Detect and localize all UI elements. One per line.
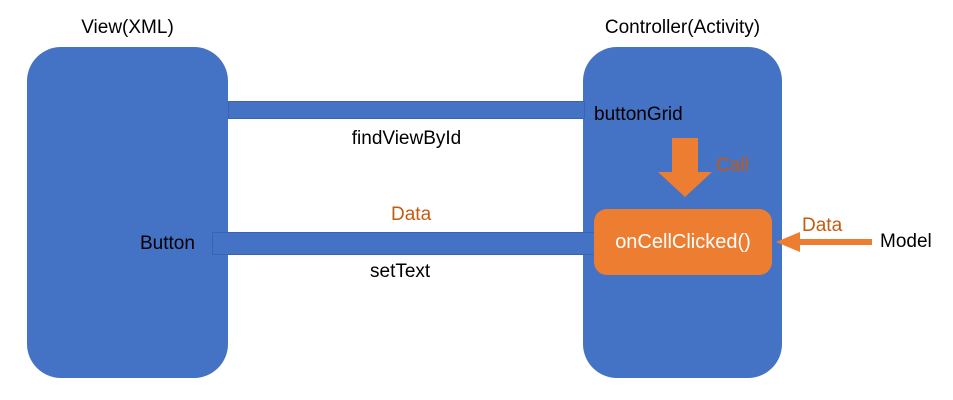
findviewbyid-connector[interactable] — [228, 101, 585, 119]
buttongrid-label: buttonGrid — [594, 104, 683, 125]
data-right-label: Data — [802, 215, 843, 236]
data-left-label: Data — [391, 204, 432, 225]
oncellclicked-box[interactable]: onCellClicked() — [594, 209, 772, 275]
findviewbyid-label: findViewById — [351, 128, 462, 149]
oncellclicked-label: onCellClicked() — [615, 230, 751, 253]
button-label: Button — [140, 233, 195, 254]
settext-label: setText — [370, 261, 431, 282]
call-label: Call — [716, 155, 749, 176]
settext-connector[interactable] — [212, 232, 596, 255]
model-label: Model — [880, 231, 932, 252]
view-xml-box[interactable] — [27, 47, 228, 378]
view-title: View(XML) — [81, 17, 174, 38]
controller-title: Controller(Activity) — [604, 17, 761, 38]
